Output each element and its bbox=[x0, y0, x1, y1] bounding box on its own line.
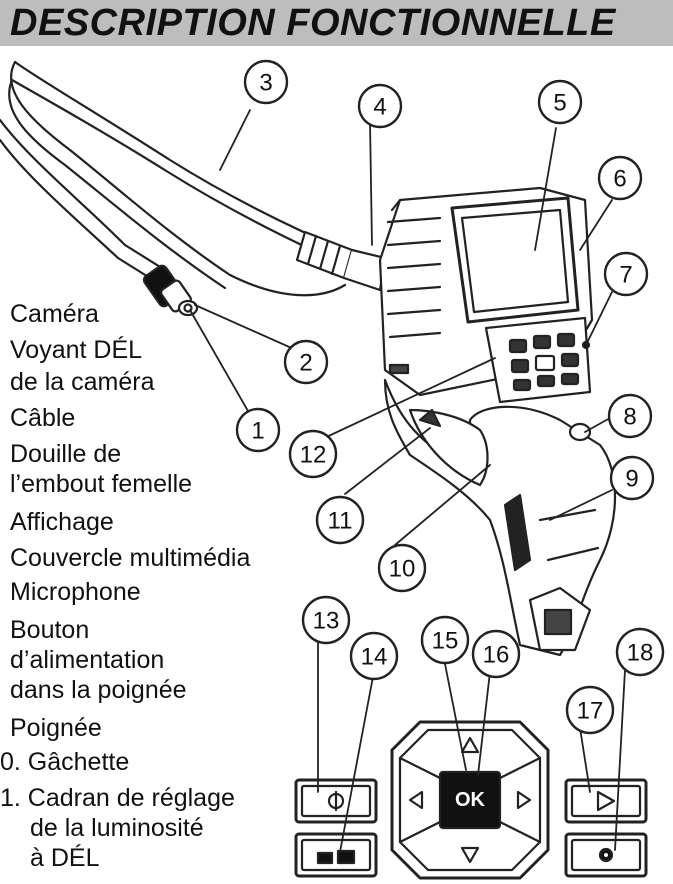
callout-number: 11 bbox=[328, 508, 353, 535]
callout-number: 12 bbox=[300, 442, 327, 469]
legend-item: dans la poignée bbox=[10, 676, 187, 704]
handle-drawing bbox=[383, 378, 617, 657]
legend-item: 0. Gâchette bbox=[0, 748, 130, 776]
callout-number: 1 bbox=[251, 418, 264, 445]
legend-item: l’embout femelle bbox=[10, 470, 193, 498]
legend-item: d’alimentation bbox=[10, 646, 165, 674]
legend-item: Voyant DÉL bbox=[10, 336, 143, 364]
legend-item: Bouton bbox=[10, 616, 90, 644]
legend-item: Douille de bbox=[10, 440, 122, 468]
legend-item: Caméra bbox=[10, 300, 99, 328]
callout-number: 9 bbox=[625, 466, 638, 493]
ok-button-label: OK bbox=[455, 789, 486, 811]
housing-drawing bbox=[378, 186, 594, 404]
callout-number: 17 bbox=[577, 698, 604, 725]
callout-circles bbox=[235, 59, 665, 735]
socket-collar-drawing bbox=[295, 230, 387, 292]
legend-item: Poignée bbox=[10, 714, 102, 742]
legend-item: Affichage bbox=[10, 508, 114, 536]
callout-number: 6 bbox=[613, 166, 626, 193]
callout-number: 13 bbox=[313, 608, 340, 635]
callout-number: 15 bbox=[432, 628, 459, 655]
callout-number: 4 bbox=[373, 94, 386, 121]
legend-item: 1. Cadran de réglage bbox=[0, 784, 235, 812]
callout-number: 7 bbox=[619, 262, 632, 289]
legend-item: Câble bbox=[10, 404, 76, 432]
page-title: DESCRIPTION FONCTIONNELLE bbox=[10, 2, 616, 44]
callout-number: 16 bbox=[483, 642, 510, 669]
legend-item: à DÉL bbox=[30, 844, 100, 872]
control-buttons-drawing bbox=[294, 720, 648, 880]
callout-number: 18 bbox=[627, 640, 654, 667]
legend-item: de la luminosité bbox=[30, 814, 204, 842]
callout-number: 5 bbox=[553, 90, 566, 117]
camera-head-drawing bbox=[142, 264, 199, 317]
legend-item: de la caméra bbox=[10, 368, 155, 396]
callout-number: 10 bbox=[389, 556, 416, 583]
callout-number: 14 bbox=[361, 644, 388, 671]
callout-number: 8 bbox=[623, 404, 636, 431]
leader-lines bbox=[189, 109, 626, 853]
callout-number: 2 bbox=[299, 350, 312, 377]
legend-item: Microphone bbox=[10, 578, 141, 606]
title-bar: DESCRIPTION FONCTIONNELLE bbox=[0, 0, 673, 46]
callout-number: 3 bbox=[259, 70, 272, 97]
legend-item: Couvercle multimédia bbox=[10, 544, 251, 572]
